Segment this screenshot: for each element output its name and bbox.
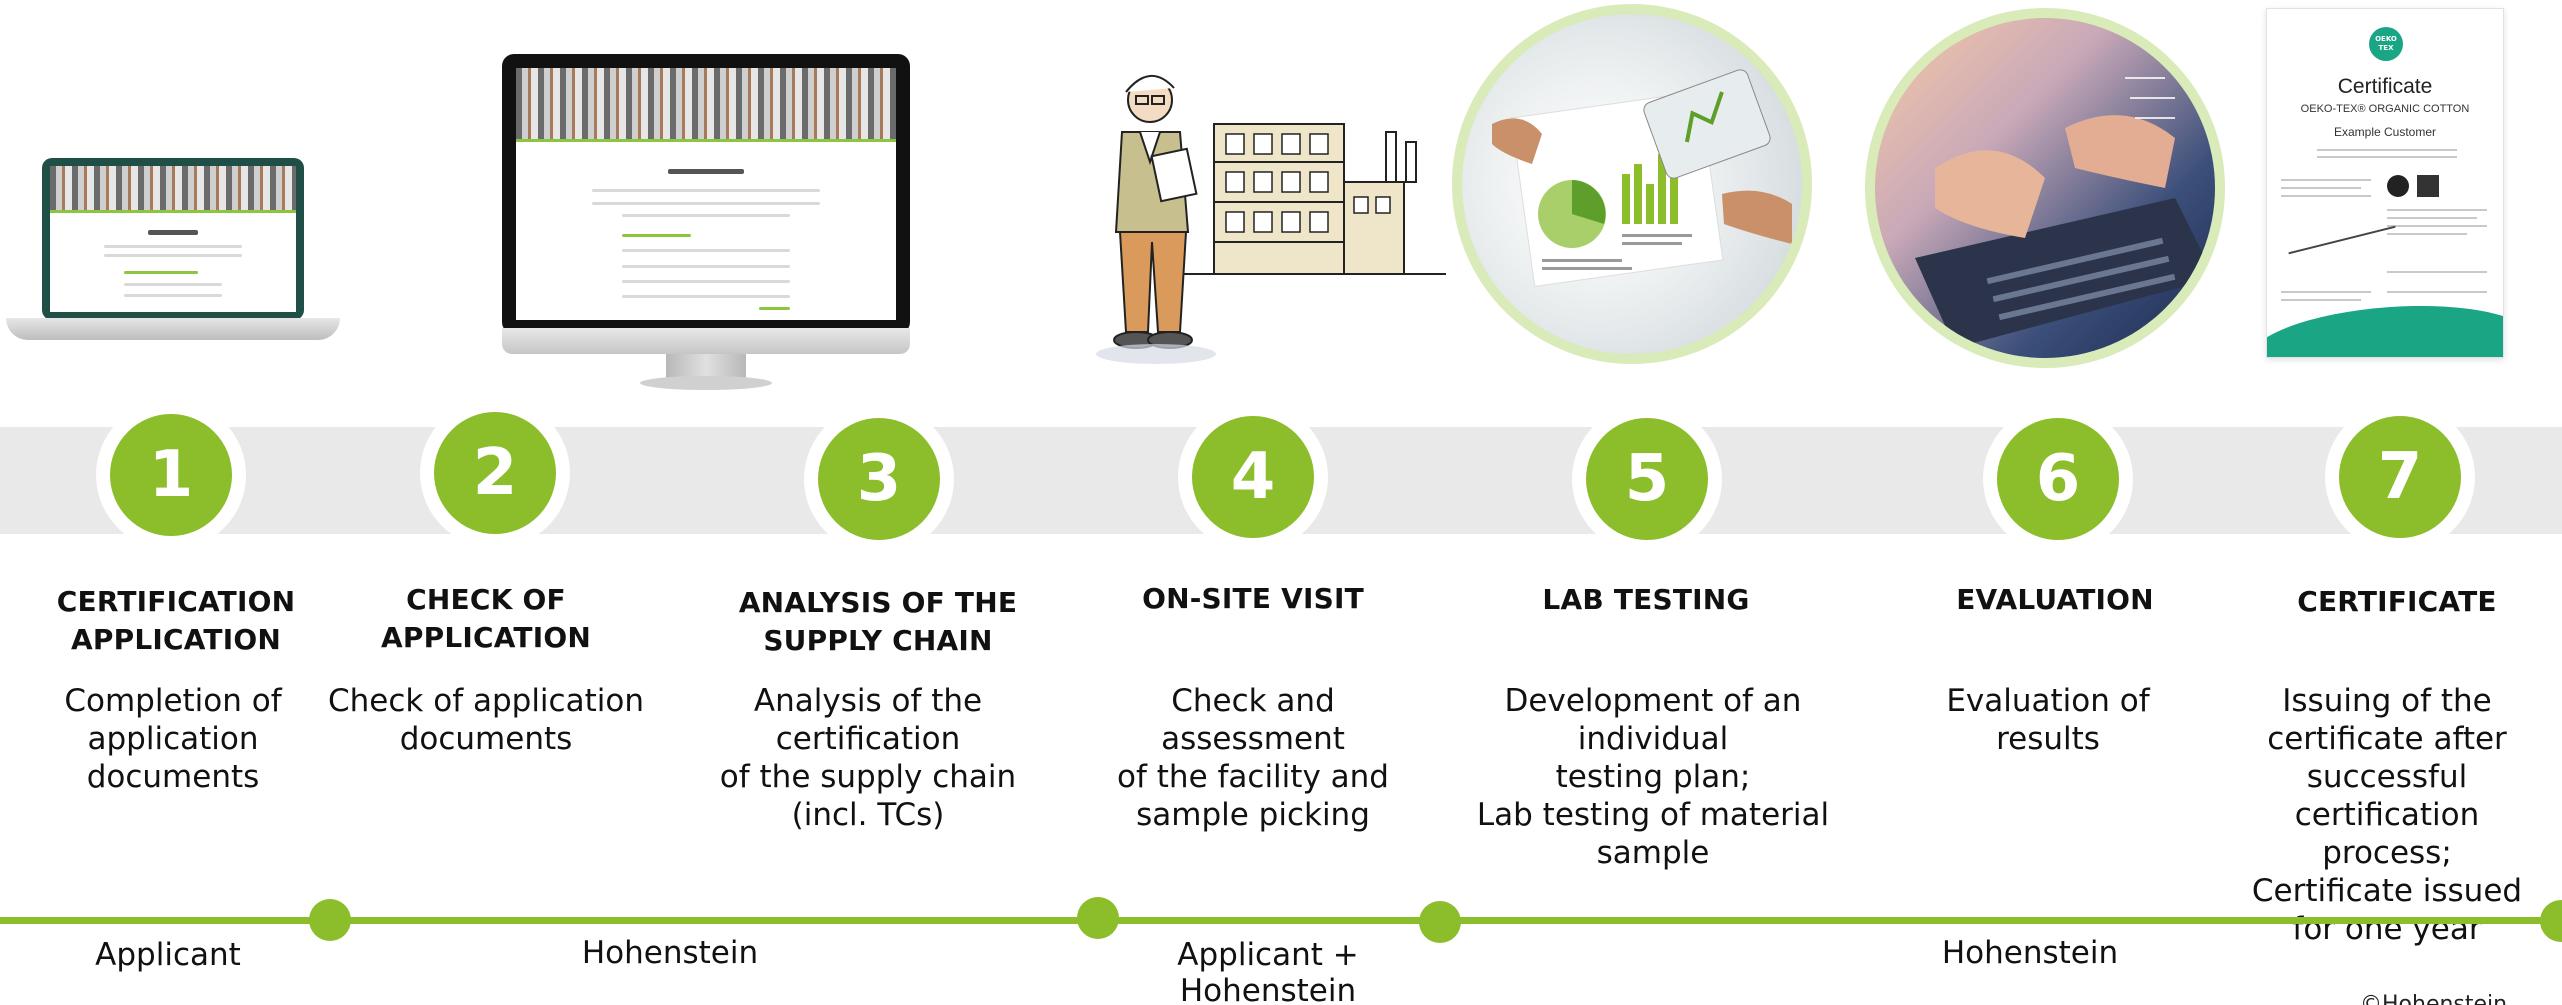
step-1-title: CERTIFICATION APPLICATION	[56, 585, 296, 656]
inspector-factory-illustration	[1096, 62, 1456, 382]
step-3-number: 3	[818, 418, 940, 540]
step-2-badge: 2	[420, 398, 570, 548]
step-7-description: Issuing of the certificate after success…	[2251, 683, 2523, 947]
step-5-number: 5	[1586, 418, 1708, 540]
step-5-title: LAB TESTING	[1542, 583, 1750, 616]
timeline-marker	[1419, 901, 1461, 943]
step-7-badge: 7	[2325, 402, 2475, 552]
lab-testing-photo	[1452, 4, 1812, 364]
step-3-description: Analysis of the certification of the sup…	[719, 683, 1017, 833]
step-6-description: Evaluation of results	[1946, 683, 2150, 757]
responsibility-label: Applicant + Hohenstein	[1177, 937, 1359, 1005]
responsibility-label: Hohenstein	[1941, 935, 2119, 971]
laptop-typing-photo	[1865, 8, 2225, 368]
step-3-badge: 3	[804, 404, 954, 554]
step-7-number: 7	[2339, 416, 2461, 538]
step-1-badge: 1	[96, 400, 246, 550]
step-2-description: Check of application documents	[328, 683, 644, 757]
certificate-doc-title: Certificate	[2337, 75, 2433, 98]
timeline-marker	[1077, 897, 1119, 939]
laptop-illustration	[6, 158, 340, 368]
responsibility-label: Applicant	[95, 937, 241, 973]
step-4-number: 4	[1192, 416, 1314, 538]
step-7-title: CERTIFICATE	[2297, 585, 2497, 618]
step-1-number: 1	[110, 414, 232, 536]
step-4-badge: 4	[1178, 402, 1328, 552]
step-6-number: 6	[1997, 418, 2119, 540]
step-6-badge: 6	[1983, 404, 2133, 554]
timeline-marker	[2540, 900, 2562, 942]
step-5-badge: 5	[1572, 404, 1722, 554]
responsibility-timeline	[0, 917, 2562, 924]
certificate-doc-subtitle: OEKO-TEX® ORGANIC COTTON	[2300, 103, 2470, 115]
certificate-doc-customer: Example Customer	[2333, 125, 2437, 139]
step-4-description: Check and assessment of the facility and…	[1117, 683, 1389, 833]
step-6-title: EVALUATION	[1956, 583, 2154, 616]
desktop-monitor-illustration	[502, 54, 910, 394]
step-2-title: CHECK OF APPLICATION	[381, 583, 591, 654]
step-4-title: ON-SITE VISIT	[1142, 582, 1364, 615]
oeko-tex-logo: OEKO TEX	[2369, 27, 2403, 61]
timeline-marker	[309, 899, 351, 941]
certificate-document-illustration: OEKO TEX Certificate OEKO-TEX® ORGANIC C…	[2266, 8, 2504, 358]
copyright-notice: ©Hohenstein	[2360, 992, 2508, 1005]
step-5-description: Development of an individual testing pla…	[1476, 683, 1830, 871]
step-1-description: Completion of application documents	[64, 683, 282, 795]
step-2-number: 2	[434, 412, 556, 534]
step-3-title: ANALYSIS OF THE SUPPLY CHAIN	[738, 586, 1018, 657]
responsibility-label: Hohenstein	[581, 935, 759, 971]
